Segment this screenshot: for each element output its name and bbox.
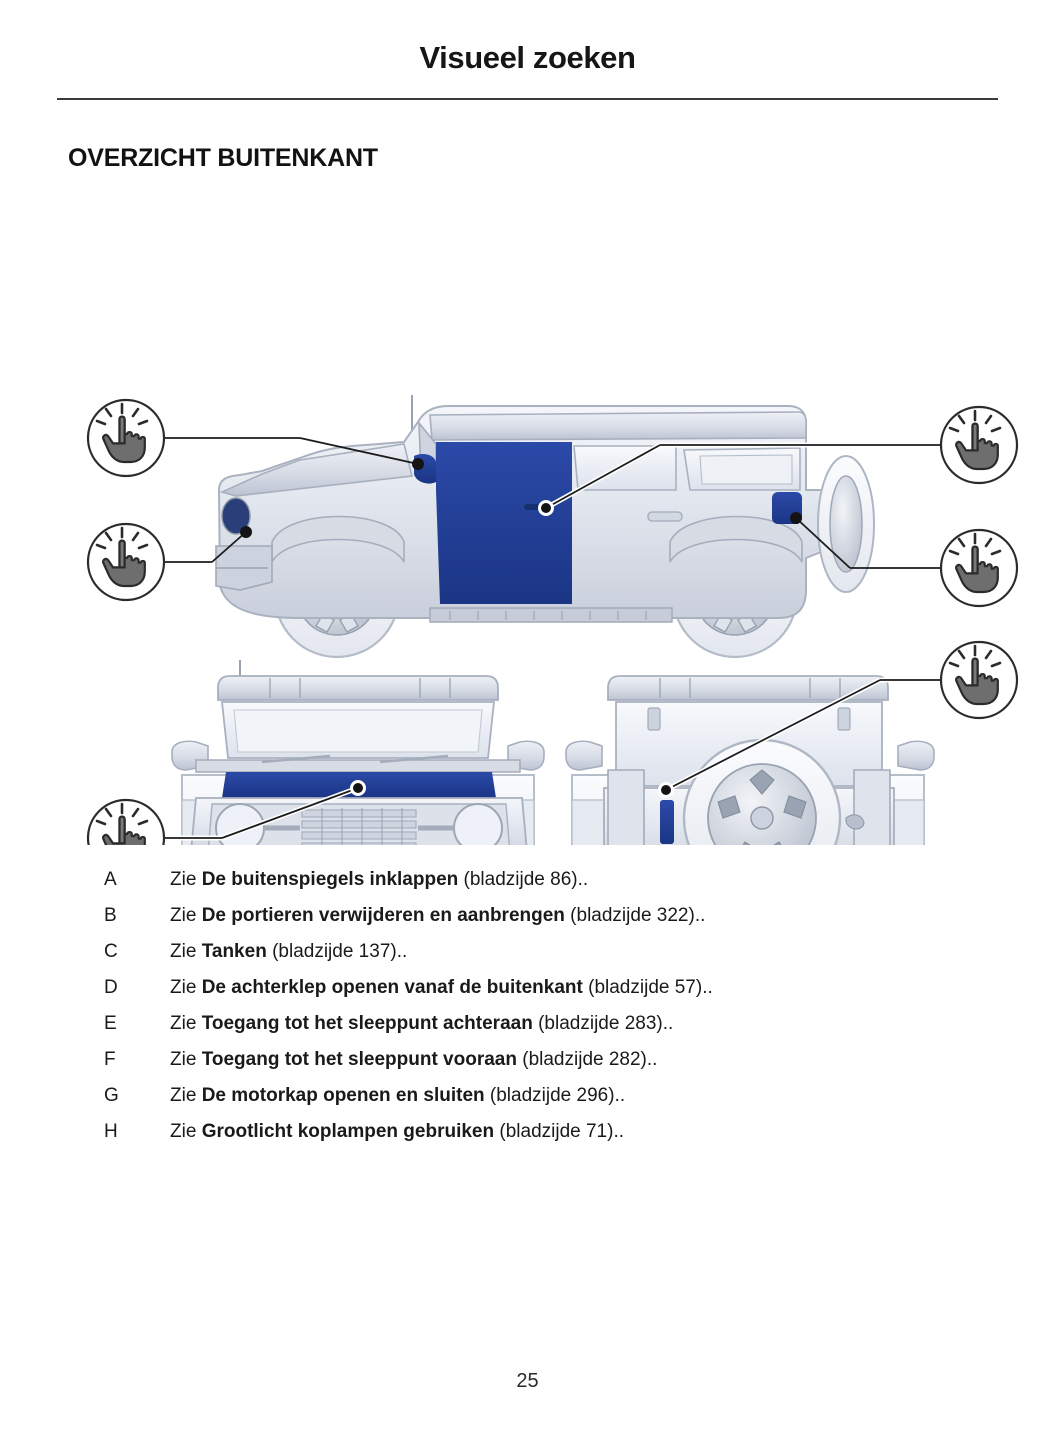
legend-page-ref: (bladzijde 57).. xyxy=(582,977,713,998)
vehicle-front-view xyxy=(164,660,545,845)
legend-entry-text: Zie Grootlicht koplampen gebruiken (blad… xyxy=(170,1114,624,1150)
page-header: Visueel zoeken xyxy=(57,40,998,76)
legend-lead: Zie xyxy=(170,977,202,998)
leader-line-D xyxy=(658,677,941,798)
legend-letter: E xyxy=(104,1013,117,1034)
legend-item-f: F Zie Toegang tot het sleeppunt vooraan … xyxy=(0,1042,1055,1078)
legend-lead: Zie xyxy=(170,869,202,890)
highlight-front-door xyxy=(436,442,572,604)
legend-entry-text: Zie Toegang tot het sleeppunt vooraan (b… xyxy=(170,1042,657,1078)
callout-badge-H[interactable] xyxy=(86,522,166,602)
legend-page-ref: (bladzijde 296).. xyxy=(484,1085,626,1106)
legend-page-ref: (bladzijde 137).. xyxy=(266,941,408,962)
callout-badge-D[interactable] xyxy=(939,640,1019,720)
legend-page-ref: (bladzijde 71).. xyxy=(494,1121,625,1142)
legend-item-c: C Zie Tanken (bladzijde 137).. xyxy=(0,934,1055,970)
legend-entry-text: Zie De motorkap openen en sluiten (bladz… xyxy=(170,1078,625,1114)
legend-lead: Zie xyxy=(170,905,202,926)
vehicle-rear-view xyxy=(565,675,941,845)
legend-lead: Zie xyxy=(170,1121,202,1142)
legend-lead: Zie xyxy=(170,1013,202,1034)
legend-item-b: B Zie De portieren verwijderen en aanbre… xyxy=(0,898,1055,934)
section-heading: OVERZICHT BUITENKANT xyxy=(68,144,378,172)
page-number: 25 xyxy=(516,1370,539,1392)
legend-reference-title[interactable]: Toegang tot het sleeppunt vooraan xyxy=(201,1049,517,1070)
legend-entry-text: Zie De achterklep openen vanaf de buiten… xyxy=(170,970,713,1006)
legend-letter: F xyxy=(104,1049,116,1070)
legend-entry-text: Zie De buitenspiegels inklappen (bladzij… xyxy=(170,862,588,898)
legend-reference-title[interactable]: Grootlicht koplampen gebruiken xyxy=(201,1121,495,1142)
legend-entry-text: Zie Tanken (bladzijde 137).. xyxy=(170,934,407,970)
legend-item-d: D Zie De achterklep openen vanaf de buit… xyxy=(0,970,1055,1006)
leader-line-B xyxy=(538,442,941,516)
legend-letter: G xyxy=(104,1085,119,1106)
legend-entry-text: Zie De portieren verwijderen en aanbreng… xyxy=(170,898,705,934)
legend-lead: Zie xyxy=(170,1085,202,1106)
callout-badge-A[interactable] xyxy=(86,398,166,478)
legend-item-h: H Zie Grootlicht koplampen gebruiken (bl… xyxy=(0,1114,1055,1150)
legend-letter: H xyxy=(104,1121,118,1142)
legend-item-a: A Zie De buitenspiegels inklappen (bladz… xyxy=(0,862,1055,898)
callout-badge-B[interactable] xyxy=(939,405,1019,485)
legend-lead: Zie xyxy=(170,1049,202,1070)
legend-letter: A xyxy=(104,869,117,890)
highlight-tailgate-handle xyxy=(660,800,674,844)
legend-letter: D xyxy=(104,977,118,998)
vehicle-side-view xyxy=(164,395,941,659)
legend-lead: Zie xyxy=(170,941,202,962)
legend-letter: C xyxy=(104,941,118,962)
header-divider xyxy=(57,98,998,100)
page-title: Visueel zoeken xyxy=(419,40,636,75)
legend-letter: B xyxy=(104,905,117,926)
legend-page-ref: (bladzijde 322).. xyxy=(564,905,706,926)
legend-reference-title[interactable]: Tanken xyxy=(201,941,267,962)
legend-reference-title[interactable]: De motorkap openen en sluiten xyxy=(201,1085,485,1106)
legend-reference-title[interactable]: Toegang tot het sleeppunt achteraan xyxy=(201,1013,533,1034)
legend-page-ref: (bladzijde 283).. xyxy=(532,1013,674,1034)
leader-line-H xyxy=(164,526,252,563)
legend-entry-text: Zie Toegang tot het sleeppunt achteraan … xyxy=(170,1006,673,1042)
legend-page-ref: (bladzijde 86).. xyxy=(458,869,589,890)
legend-item-g: G Zie De motorkap openen en sluiten (bla… xyxy=(0,1078,1055,1114)
leader-line-C xyxy=(790,512,941,569)
legend-reference-title[interactable]: De buitenspiegels inklappen xyxy=(201,869,459,890)
legend-item-e: E Zie Toegang tot het sleeppunt achteraa… xyxy=(0,1006,1055,1042)
legend-list: A Zie De buitenspiegels inklappen (bladz… xyxy=(0,862,1055,1150)
legend-reference-title[interactable]: De achterklep openen vanaf de buitenkant xyxy=(201,977,583,998)
leader-line-A xyxy=(164,437,424,470)
legend-reference-title[interactable]: De portieren verwijderen en aanbrengen xyxy=(201,905,565,926)
exterior-overview-figure xyxy=(0,190,1055,845)
callout-badge-G[interactable] xyxy=(86,798,166,845)
legend-page-ref: (bladzijde 282).. xyxy=(516,1049,658,1070)
leader-line-G xyxy=(164,780,366,841)
callout-badge-C[interactable] xyxy=(939,528,1019,608)
